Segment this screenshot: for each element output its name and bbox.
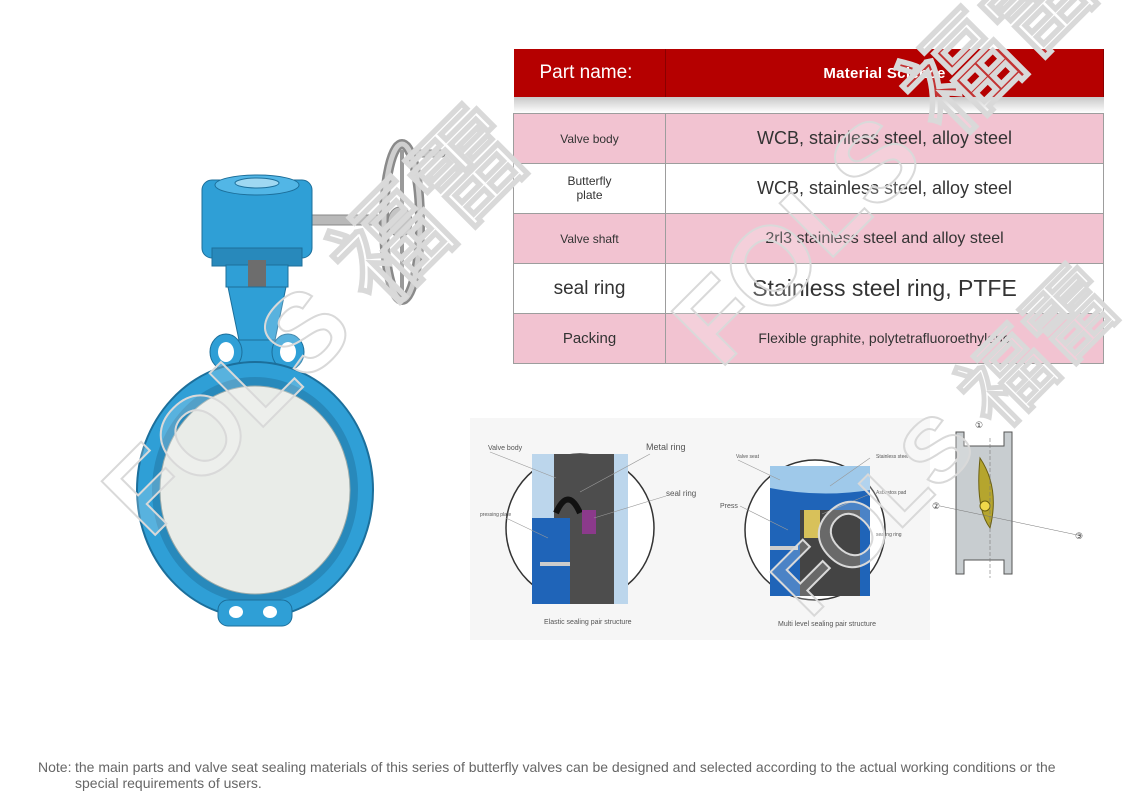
label-pressing-plate: pressing plate xyxy=(480,512,511,518)
part-name-cell: Packing xyxy=(513,313,666,364)
gearbox xyxy=(201,174,313,267)
label-sealing-ring: sealing ring xyxy=(876,532,902,538)
note-prefix: Note: xyxy=(38,759,72,775)
label-metal-ring: Metal ring xyxy=(646,442,686,452)
valve-section-drawing: ① ② ③ xyxy=(932,420,1083,578)
materials-table: Part name: Material Science Valve body W… xyxy=(513,49,1104,364)
table-row: Valve body WCB, stainless steel, alloy s… xyxy=(513,113,1104,164)
label-valve-body: Valve body xyxy=(488,445,523,452)
footer-note: Note: the main parts and valve seat seal… xyxy=(38,759,1098,791)
elastic-caption: Elastic sealing pair structure xyxy=(544,619,632,626)
material-cell: Stainless steel ring, PTFE xyxy=(665,263,1104,314)
table-row: Butterfly plate WCB, stainless steel, al… xyxy=(513,163,1104,214)
material-header: Material Science xyxy=(665,49,1104,97)
valve-stem xyxy=(209,260,305,373)
label-valve-seat: Valve seat xyxy=(736,454,760,460)
part-name-cell: Butterfly plate xyxy=(513,163,666,214)
marker-1: ① xyxy=(975,420,983,430)
sealing-structure-diagrams: Valve body Metal ring seal ring pressing… xyxy=(470,418,1083,640)
part-name-cell: Valve shaft xyxy=(513,213,666,264)
part-name-cell: Valve body xyxy=(513,113,666,164)
material-cell: 2rl3 stainless steel and alloy steel xyxy=(665,213,1104,264)
handwheel xyxy=(379,139,446,305)
multilevel-sealing-diagram: Valve seat Stainless steel Asbestos pad … xyxy=(720,454,908,628)
elastic-sealing-diagram: Valve body Metal ring seal ring pressing… xyxy=(480,442,696,626)
label-stainless-steel: Stainless steel xyxy=(876,454,908,460)
marker-2: ② xyxy=(932,501,940,511)
label-press: Press xyxy=(720,503,738,510)
note-text: the main parts and valve seat sealing ma… xyxy=(75,759,1056,791)
table-row: Packing Flexible graphite, polytetrafluo… xyxy=(513,313,1104,364)
material-cell: Flexible graphite, polytetrafluoroethyle… xyxy=(665,313,1104,364)
table-row: seal ring Stainless steel ring, PTFE xyxy=(513,263,1104,314)
material-cell: WCB, stainless steel, alloy steel xyxy=(665,163,1104,214)
multilevel-caption: Multi level sealing pair structure xyxy=(778,621,876,628)
marker-3: ③ xyxy=(1075,531,1083,541)
part-name-cell: seal ring xyxy=(513,263,666,314)
valve-body xyxy=(136,361,374,627)
label-asbestos-pad: Asbestos pad xyxy=(876,490,907,496)
material-cell: WCB, stainless steel, alloy steel xyxy=(665,113,1104,164)
label-seal-ring: seal ring xyxy=(666,489,696,498)
part-name-header: Part name: xyxy=(513,49,666,97)
header-shadow xyxy=(513,97,1104,114)
table-header-row: Part name: Material Science xyxy=(513,49,1104,97)
butterfly-valve-image xyxy=(136,139,446,627)
table-row: Valve shaft 2rl3 stainless steel and all… xyxy=(513,213,1104,264)
